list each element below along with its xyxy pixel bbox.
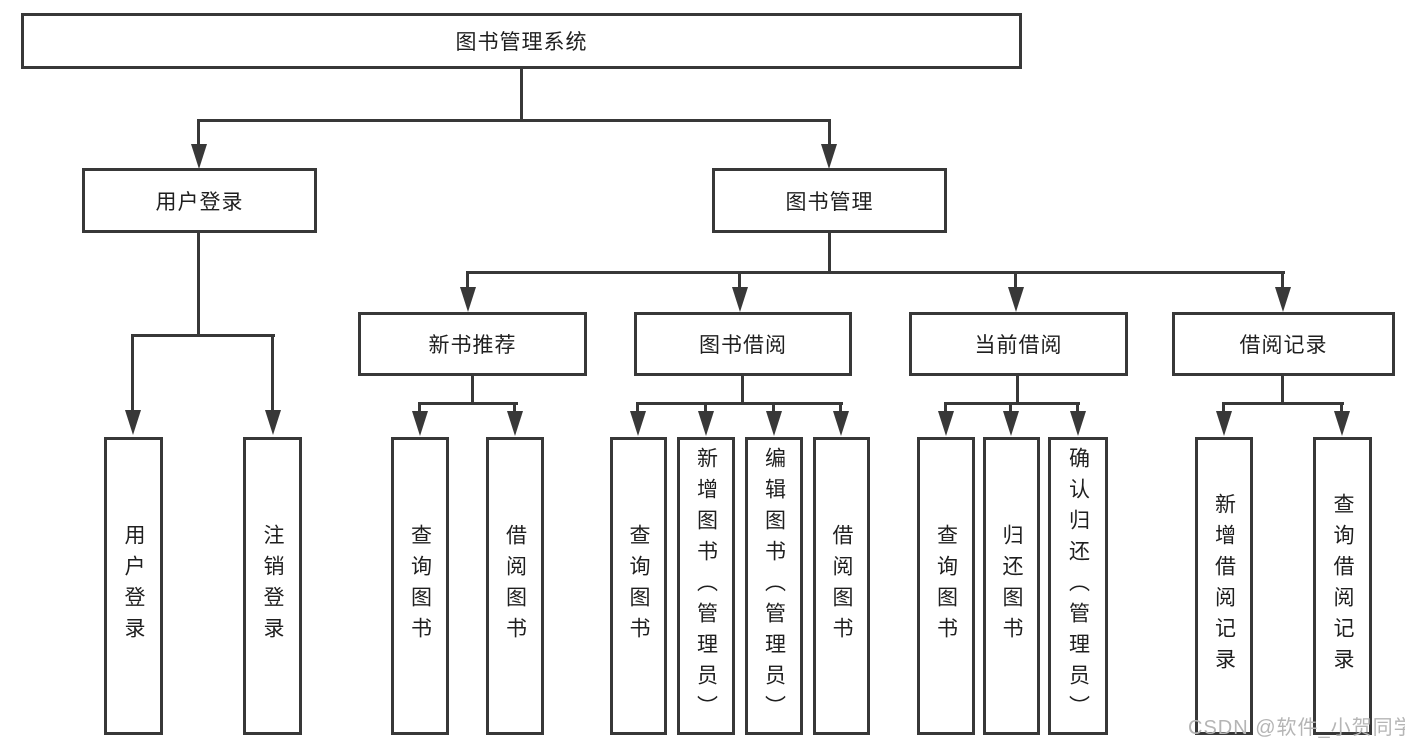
arrow-down-icon: [1216, 411, 1232, 436]
leaf-newrec-query-books-label: 查询图书: [408, 524, 432, 648]
edge-book-borrow-stem: [741, 376, 744, 405]
leaf-records-query-record: 查询借阅记录: [1313, 437, 1372, 735]
edge-to-leaf-logout: [271, 334, 274, 412]
node-user-login-label: 用户登录: [155, 190, 244, 214]
edge-leaf-drop: [1222, 402, 1225, 414]
edge-to-borrow-records: [1281, 271, 1284, 289]
leaf-user-login-label: 用户登录: [122, 524, 145, 648]
arrow-down-icon: [1070, 411, 1086, 436]
leaf-newrec-borrow-books: 借阅图书: [486, 437, 544, 735]
edge-root-split: [197, 119, 831, 122]
edge-book-management-stem: [828, 233, 831, 274]
leaf-logout: 注销登录: [243, 437, 302, 735]
arrow-down-icon: [507, 411, 523, 436]
node-book-management: 图书管理: [712, 168, 947, 233]
node-current-borrow-label: 当前借阅: [974, 334, 1063, 357]
arrow-down-icon: [125, 410, 141, 435]
leaf-current-return-books: 归还图书: [983, 437, 1040, 735]
edge-book-borrow-split: [636, 402, 843, 405]
leaf-borrow-add-books-admin: 新增图书（管理员）: [677, 437, 735, 735]
arrow-down-icon: [1003, 411, 1019, 436]
edge-current-borrow-split: [944, 402, 1080, 405]
edge-leaf-drop: [1340, 402, 1343, 414]
arrow-down-icon: [412, 411, 428, 436]
edge-new-book-recommend-stem: [471, 376, 474, 405]
arrow-down-icon: [191, 144, 207, 169]
arrow-down-icon: [1334, 411, 1350, 436]
arrow-down-icon: [630, 411, 646, 436]
edge-leaf-drop: [839, 402, 842, 414]
edge-leaf-drop: [636, 402, 639, 414]
arrow-down-icon: [732, 287, 748, 312]
node-root: 图书管理系统: [21, 13, 1022, 69]
node-borrow-records-label: 借阅记录: [1239, 334, 1328, 357]
leaf-user-login: 用户登录: [104, 437, 163, 735]
arrow-down-icon: [1008, 287, 1024, 312]
node-new-book-recommend-label: 新书推荐: [428, 334, 517, 357]
edge-leaf-drop: [1009, 402, 1012, 414]
leaf-borrow-query-books-label: 查询图书: [627, 524, 650, 648]
edge-new-book-recommend-split: [418, 402, 518, 405]
node-book-borrow: 图书借阅: [634, 312, 852, 376]
leaf-borrow-edit-books-admin-label: 编辑图书（管理员）: [762, 446, 786, 726]
node-new-book-recommend: 新书推荐: [358, 312, 587, 376]
leaf-borrow-query-books: 查询图书: [610, 437, 667, 735]
edge-leaf-drop: [944, 402, 947, 414]
leaf-current-return-books-label: 归还图书: [1000, 524, 1023, 648]
leaf-borrow-edit-books-admin: 编辑图书（管理员）: [745, 437, 803, 735]
node-current-borrow: 当前借阅: [909, 312, 1128, 376]
arrow-down-icon: [460, 287, 476, 312]
edge-borrow-records-stem: [1281, 376, 1284, 405]
edge-to-new-book-recommend: [466, 271, 469, 289]
leaf-borrow-borrow-books-label: 借阅图书: [830, 524, 853, 648]
edge-leaf-drop: [704, 402, 707, 414]
csdn-watermark: CSDN @软件_小贺同学: [1188, 717, 1405, 739]
edge-leaf-drop: [772, 402, 775, 414]
edge-to-book-borrow: [738, 271, 741, 289]
edge-root-stem: [520, 69, 523, 122]
leaf-borrow-borrow-books: 借阅图书: [813, 437, 870, 735]
edge-to-book-management: [828, 119, 831, 150]
arrow-down-icon: [698, 411, 714, 436]
edge-leaf-drop: [513, 402, 516, 414]
edge-to-user-login: [197, 119, 200, 150]
leaf-newrec-borrow-books-label: 借阅图书: [503, 524, 527, 648]
leaf-logout-label: 注销登录: [261, 524, 284, 648]
edge-book-management-split: [466, 271, 1285, 274]
edge-current-borrow-stem: [1016, 376, 1019, 405]
edge-user-login-split: [131, 334, 275, 337]
edge-leaf-drop: [1076, 402, 1079, 414]
leaf-records-query-record-label: 查询借阅记录: [1331, 493, 1354, 679]
leaf-current-query-books-label: 查询图书: [934, 524, 958, 648]
leaf-current-query-books: 查询图书: [917, 437, 975, 735]
arrow-down-icon: [821, 144, 837, 169]
edge-user-login-stem: [197, 233, 200, 337]
leaf-newrec-query-books: 查询图书: [391, 437, 449, 735]
node-book-management-label: 图书管理: [785, 190, 874, 214]
leaf-current-confirm-return-admin: 确认归还（管理员）: [1048, 437, 1108, 735]
leaf-records-add-record: 新增借阅记录: [1195, 437, 1253, 735]
node-root-label: 图书管理系统: [455, 31, 588, 54]
leaf-borrow-add-books-admin-label: 新增图书（管理员）: [694, 446, 718, 726]
arrow-down-icon: [1275, 287, 1291, 312]
edge-borrow-records-split: [1222, 402, 1344, 405]
edge-to-leaf-user-login: [131, 334, 134, 412]
edge-leaf-drop: [418, 402, 421, 414]
node-user-login: 用户登录: [82, 168, 317, 233]
node-book-borrow-label: 图书借阅: [699, 334, 787, 357]
leaf-current-confirm-return-admin-label: 确认归还（管理员）: [1066, 446, 1090, 726]
leaf-records-add-record-label: 新增借阅记录: [1212, 493, 1236, 679]
arrow-down-icon: [265, 410, 281, 435]
arrow-down-icon: [938, 411, 954, 436]
edge-to-current-borrow: [1014, 271, 1017, 289]
arrow-down-icon: [833, 411, 849, 436]
arrow-down-icon: [766, 411, 782, 436]
node-borrow-records: 借阅记录: [1172, 312, 1395, 376]
